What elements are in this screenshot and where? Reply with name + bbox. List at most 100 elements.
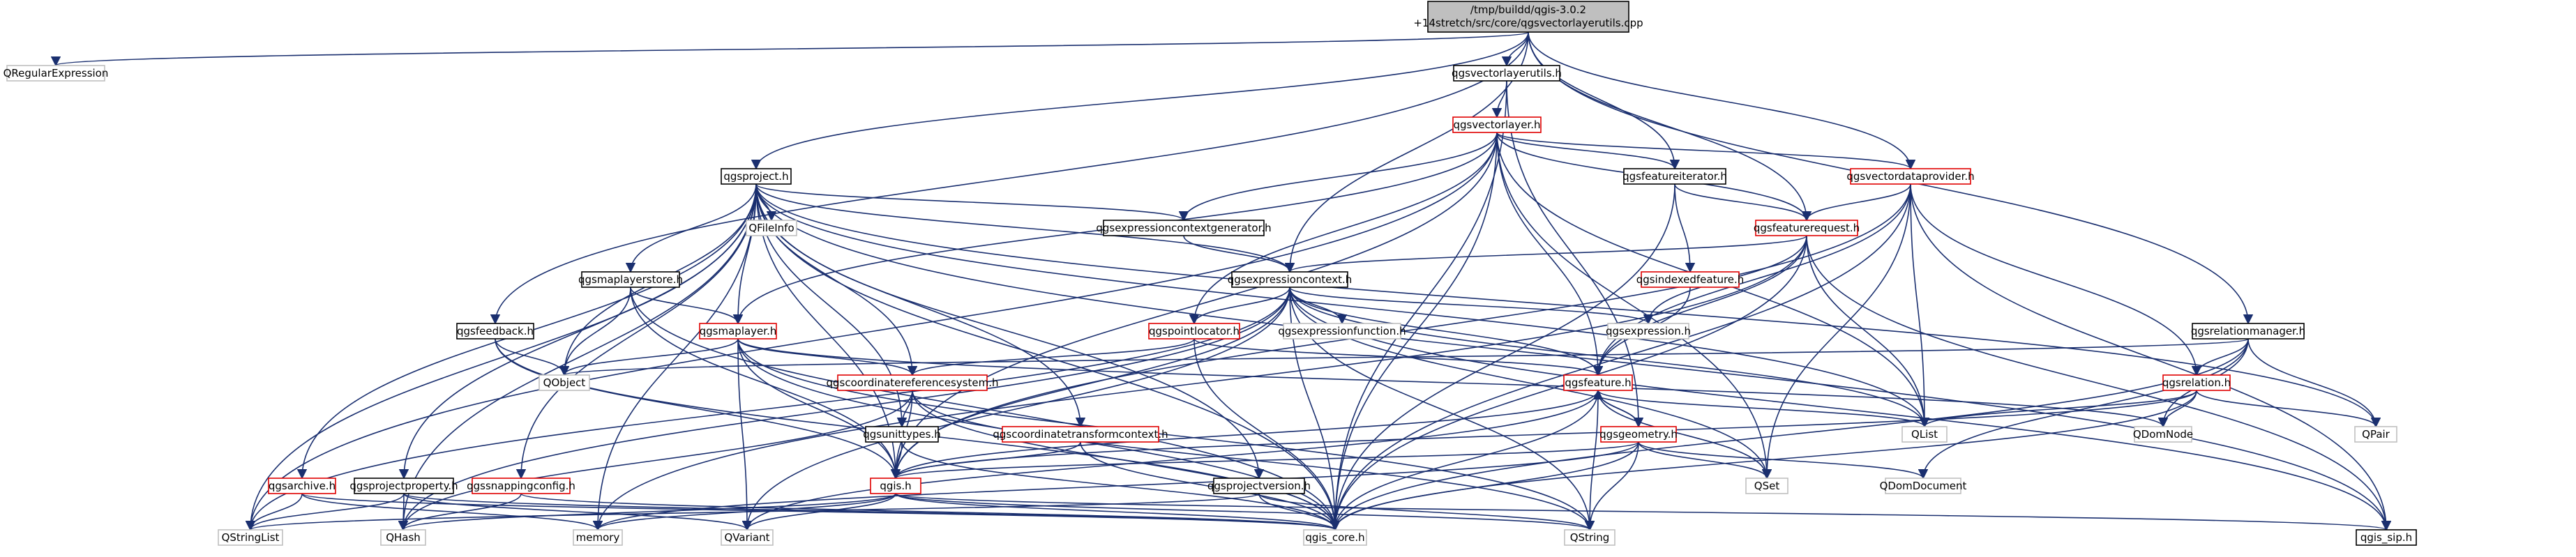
include-edge xyxy=(1910,183,2202,376)
graph-node[interactable]: qgsexpressioncontextgenerator.h xyxy=(1096,220,1272,236)
include-edge xyxy=(592,183,757,531)
graph-node[interactable]: qgsfeaturerequest.h xyxy=(1754,220,1860,236)
node-label: qgscoordinatereferencesystem.h xyxy=(827,376,999,389)
include-edge xyxy=(1674,183,1812,222)
include-edge xyxy=(245,493,405,531)
graph-node[interactable]: qgsprojectversion.h xyxy=(1207,478,1311,494)
node-label: qgssnappingconfig.h xyxy=(467,480,575,492)
include-edge xyxy=(1506,80,1644,428)
node-label: qgsexpressionfunction.h xyxy=(1278,325,1406,337)
include-edge xyxy=(2191,338,2249,376)
include-edge xyxy=(51,31,1529,67)
graph-node[interactable]: qgsrelationmanager.h xyxy=(2191,323,2305,339)
graph-node[interactable]: qgsmaplayer.h xyxy=(699,323,777,339)
node-box xyxy=(837,374,988,391)
node-box xyxy=(1213,478,1305,494)
graph-node[interactable]: qgsprojectproperty.h xyxy=(349,478,458,494)
graph-node[interactable]: qgsfeature.h xyxy=(1563,374,1633,391)
node-box xyxy=(1745,478,1788,494)
include-edge xyxy=(1289,287,1653,325)
include-edge xyxy=(1919,390,2197,428)
node-label: qgsfeature.h xyxy=(1565,376,1631,389)
include-edge xyxy=(755,183,2392,531)
node-label: QString xyxy=(1570,531,1610,544)
node-label: QRegularExpression xyxy=(3,67,109,79)
node-box xyxy=(6,65,105,82)
graph-node[interactable]: qgspointlocator.h xyxy=(1148,323,1240,339)
node-box xyxy=(1600,426,1677,443)
include-edge xyxy=(1178,132,1498,222)
node-box xyxy=(2354,426,2397,443)
graph-node[interactable]: qgsarchive.h xyxy=(268,478,336,494)
node-label: QPair xyxy=(2362,428,2390,441)
node-box xyxy=(1641,271,1740,288)
graph-node[interactable]: qgsproject.h xyxy=(721,168,792,185)
node-box xyxy=(380,529,426,546)
graph-node[interactable]: qgsvectordataprovider.h xyxy=(1846,168,1975,185)
node-box xyxy=(472,478,571,494)
node-box xyxy=(1850,168,1971,185)
include-edge xyxy=(737,338,2168,428)
include-edge xyxy=(515,183,757,480)
graph-node[interactable]: qgssnappingconfig.h xyxy=(467,478,575,494)
include-edge xyxy=(403,493,1340,531)
include-edge xyxy=(1528,31,1916,170)
include-edge xyxy=(1806,235,2392,531)
node-label: qgspointlocator.h xyxy=(1149,325,1240,337)
node-box xyxy=(699,323,777,339)
node-box xyxy=(2356,529,2417,546)
nodes-layer: /tmp/buildd/qgis-3.0.2+14stretch/src/cor… xyxy=(3,1,2417,546)
node-label: qgis_sip.h xyxy=(2360,531,2412,544)
include-edge xyxy=(592,235,1807,531)
include-edge xyxy=(1330,183,1911,531)
graph-node[interactable]: qgsvectorlayer.h xyxy=(1452,116,1542,133)
graph-node[interactable]: qgsvectorlayerutils.h xyxy=(1452,65,1562,82)
graph-node[interactable]: qgsgeometry.h xyxy=(1599,426,1678,443)
node-box xyxy=(456,323,534,339)
include-edge xyxy=(2157,390,2197,428)
include-edge xyxy=(741,390,1599,531)
include-edge xyxy=(741,287,1290,531)
graph-node[interactable]: qgsmaplayerstore.h xyxy=(578,271,683,288)
graph-node[interactable]: qgis_sip.h xyxy=(2356,529,2417,546)
include-edge xyxy=(895,493,1595,531)
node-label: QDomDocument xyxy=(1880,480,1967,492)
include-edge xyxy=(1285,235,1807,273)
include-edge xyxy=(559,338,739,376)
include-edge xyxy=(1638,441,1772,480)
include-edge xyxy=(890,132,1498,480)
include-edge xyxy=(1496,132,1772,480)
graph-node: QHash xyxy=(380,529,426,546)
include-edge xyxy=(1289,287,1930,428)
graph-node: QVariant xyxy=(721,529,774,546)
node-box xyxy=(721,168,792,185)
graph-node[interactable]: qgsfeatureiterator.h xyxy=(1622,168,1727,185)
node-label: qgsfeatureiterator.h xyxy=(1622,170,1727,183)
node-box xyxy=(1103,220,1265,236)
node-label: +14stretch/src/core/qgsvectorlayerutils.… xyxy=(1413,17,1643,29)
node-label: qgis.h xyxy=(880,480,911,492)
node-label: QFileInfo xyxy=(748,222,794,234)
include-edge xyxy=(1189,132,1498,325)
include-edge xyxy=(520,493,1340,531)
node-label: qgsvectordataprovider.h xyxy=(1846,170,1974,183)
include-edge xyxy=(1289,287,1772,480)
graph-node[interactable]: qgis.h xyxy=(870,478,921,494)
node-box xyxy=(1607,323,1689,339)
include-edge xyxy=(1910,183,1930,428)
node-box xyxy=(1148,323,1240,339)
graph-node[interactable]: qgsfeedback.h xyxy=(456,323,534,339)
graph-node[interactable]: qgsindexedfeature.h xyxy=(1636,271,1745,288)
graph-node[interactable]: qgsrelation.h xyxy=(2162,374,2231,391)
include-edge xyxy=(1592,183,1911,376)
include-edge xyxy=(490,31,1529,325)
graph-node[interactable]: qgsunittypes.h xyxy=(863,426,941,443)
edges-layer xyxy=(51,31,2392,531)
node-label: qgsunittypes.h xyxy=(863,428,941,441)
graph-node[interactable]: qgscoordinatetransformcontext.h xyxy=(993,426,1168,443)
graph-node[interactable]: /tmp/buildd/qgis-3.0.2+14stretch/src/cor… xyxy=(1413,1,1643,33)
node-label: qgsarchive.h xyxy=(269,480,336,492)
graph-node[interactable]: qgscoordinatereferencesystem.h xyxy=(827,374,999,391)
graph-node[interactable]: qgsexpressioncontext.h xyxy=(1228,271,1353,288)
